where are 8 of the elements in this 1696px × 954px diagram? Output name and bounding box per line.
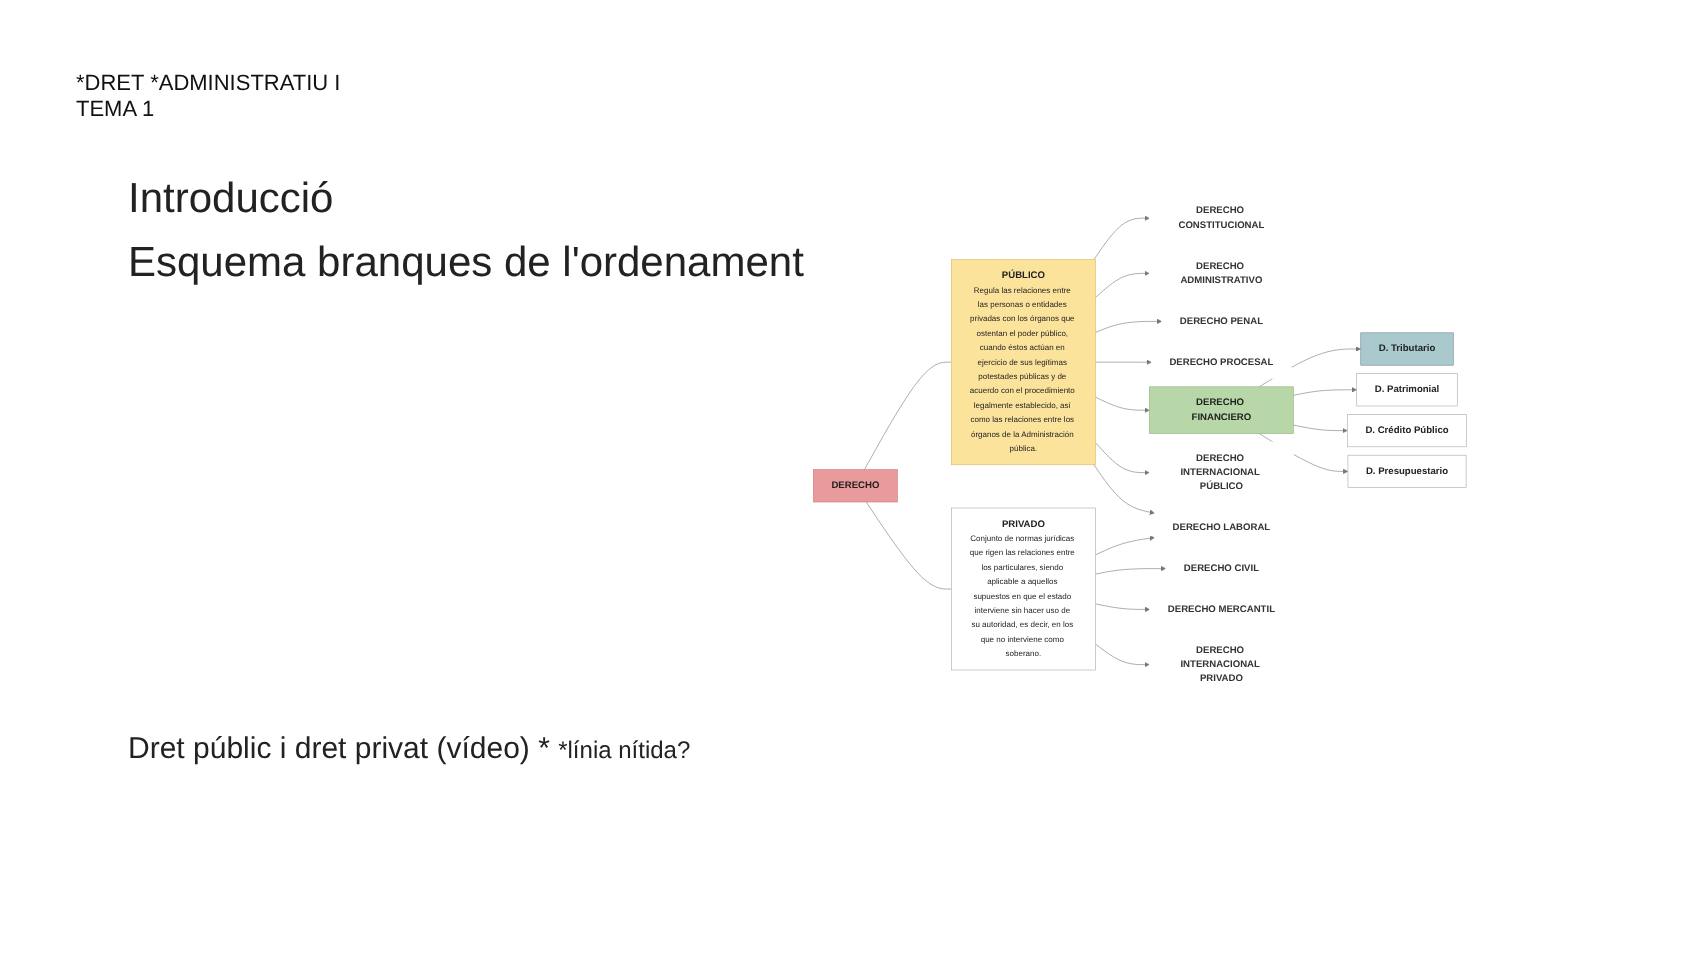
heading: Introducció (128, 176, 334, 222)
heading: Esquema branques de l'ordenament (128, 240, 804, 286)
connector (865, 501, 952, 590)
note: *línia nítida? (558, 736, 691, 764)
header-text: *DRET *ADMINISTRATIU I (76, 72, 341, 98)
video-note: Dret públic i dret privat (vídeo) * (128, 732, 550, 766)
connector (864, 361, 952, 470)
header-text: TEMA 1 (76, 98, 157, 124)
